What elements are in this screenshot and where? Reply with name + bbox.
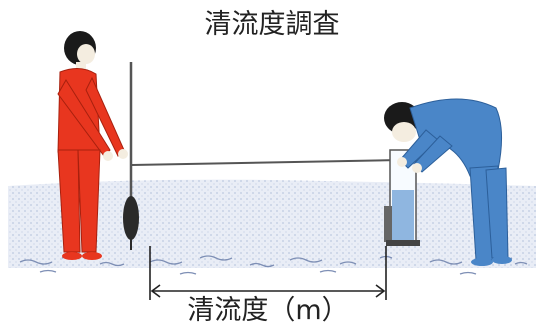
- right-person-icon: [384, 98, 512, 266]
- diagram-title: 清流度調査: [205, 9, 340, 40]
- measure-label: 清流度（m）: [187, 295, 348, 326]
- measure-arrow-icon: [149, 246, 387, 300]
- rope: [131, 159, 401, 166]
- left-person-icon: [57, 31, 128, 260]
- transparency-tube-icon: [384, 149, 420, 246]
- measuring-pole-icon: [123, 62, 139, 250]
